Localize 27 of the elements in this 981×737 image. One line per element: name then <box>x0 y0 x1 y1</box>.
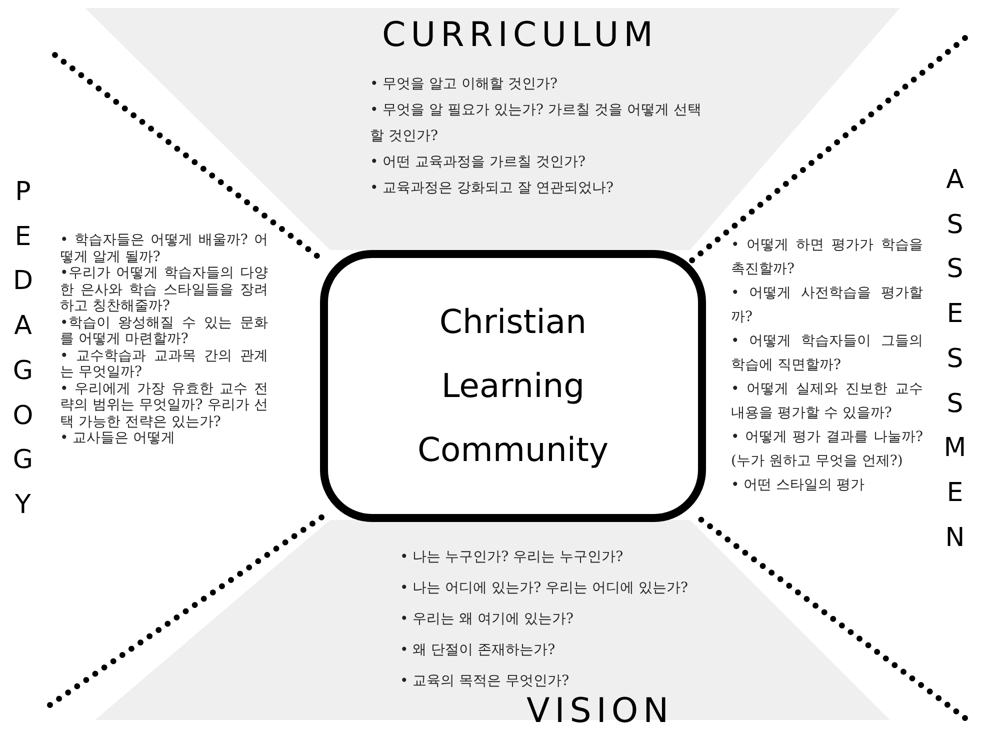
rounded-box <box>320 250 706 522</box>
question-text: • 나는 누구인가? 우리는 누구인가? <box>399 548 624 567</box>
question-text: • 어떻게 학습자들이 그들의 학습에 직면할까? <box>731 332 923 375</box>
question-text: • 교육과정은 강화되고 잘 연관되었나? <box>369 179 615 198</box>
section-heading: CURRICULUM <box>381 15 659 55</box>
question-text: • 어떻게 평가 결과를 나눌까?(누가 원하고 무엇을 언제?) <box>731 428 923 471</box>
question-text: • 어떤 스타일의 평가 <box>731 476 866 495</box>
question-text: • 어떻게 실제와 진보한 교수내용을 평가할 수 있을까? <box>731 380 923 423</box>
center-title: Christian Learning Community <box>416 301 610 471</box>
question-text: • 무엇을 알고 이해할 것인가? <box>369 75 559 94</box>
question-text: • 무엇을 알 필요가 있는가? 가르칠 것을 어떻게 선택할 것인가? <box>369 101 702 146</box>
side-heading: ASSESSMEN <box>942 164 968 555</box>
question-text: •학습이 왕성해질 수 있는 문화를 어떻게 마련할까? <box>60 314 268 348</box>
question-text: • 교수학습과 교과목 간의 관계는 무엇일까? <box>60 348 268 380</box>
question-text: • 교사들은 어떻게 <box>60 430 176 446</box>
section-heading: VISION <box>525 691 675 731</box>
question-text: • 나는 어디에 있는가? 우리는 어디에 있는가? <box>399 579 689 598</box>
question-text: • 교육의 목적은 무엇인가? <box>399 672 570 691</box>
question-text: •우리가 어떻게 학습자들의 다양한 은사와 학습 스타일들을 장려하고 칭찬해줄까? <box>60 265 268 314</box>
question-text: • 왜 단절이 존재하는가? <box>399 641 556 660</box>
question-text: • 어떻게 하면 평가가 학습을 촉진할까? <box>731 236 923 279</box>
question-text: • 우리에게 가장 유효한 교수 전략의 범위는 무엇일까? 우리가 선택 가능한 전략은 있는가? <box>60 380 268 430</box>
question-text: • 우리는 왜 여기에 있는가? <box>399 610 575 629</box>
question-text: • 어떤 교육과정을 가르칠 것인가? <box>369 153 587 172</box>
question-text: • 어떻게 사전학습을 평가할까? <box>731 284 923 327</box>
question-text: • 학습자들은 어떻게 배울까? 어떻게 알게 될까? <box>60 232 268 265</box>
side-heading: PEDAGOGY <box>12 176 34 522</box>
